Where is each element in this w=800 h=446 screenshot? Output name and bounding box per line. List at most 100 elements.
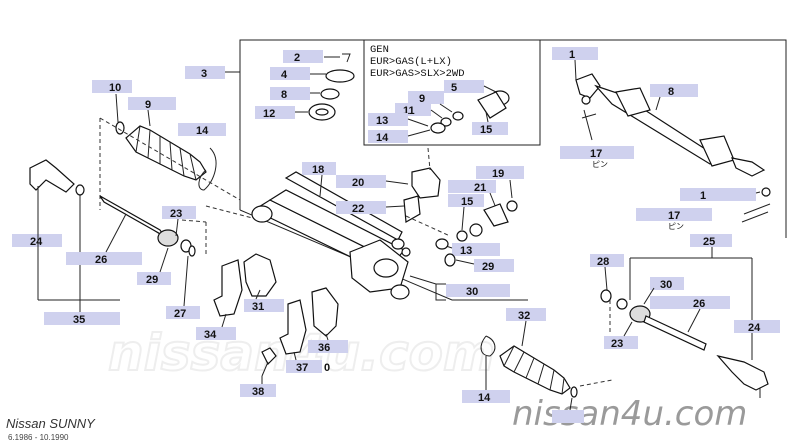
tag-2	[283, 50, 323, 63]
tag-19	[476, 166, 524, 179]
tag-17-b	[636, 208, 712, 221]
tag-23-b	[604, 336, 638, 349]
callout-34: 34	[204, 329, 217, 341]
callout-8: 8	[281, 89, 287, 101]
cotter-pin-icon	[581, 113, 597, 119]
clip-icon	[198, 147, 217, 191]
enclosure-bottom	[239, 209, 528, 301]
callout-21: 21	[474, 182, 486, 194]
callout-6: 10	[109, 82, 121, 94]
tag-9	[408, 91, 444, 104]
tag-35	[308, 340, 348, 353]
lock-nut-icon	[75, 184, 85, 196]
callout-35: 36	[318, 342, 330, 354]
tag-32	[506, 308, 546, 321]
tag-14-b	[462, 390, 510, 403]
spec-line-3: EUR>GAS>SLX>2WD	[370, 68, 465, 80]
spec-line-1: GEN	[370, 44, 389, 56]
boot-right-icon	[499, 345, 571, 395]
washer-icon	[452, 111, 464, 121]
callout-24-a: 24	[30, 236, 43, 248]
tag-25	[690, 234, 732, 247]
clip-right-icon	[480, 335, 496, 357]
washer-right-icon	[600, 289, 612, 303]
tag-30	[446, 284, 510, 297]
pin-label-a: ピン	[592, 160, 608, 169]
callout-17-a: 17	[590, 148, 602, 160]
tag-26-a	[66, 252, 142, 265]
callout-23-b: 23	[611, 338, 623, 350]
tag-13-a	[368, 113, 408, 126]
boot-icon	[125, 125, 207, 181]
tag-17-a	[560, 146, 634, 159]
tag-28	[474, 259, 514, 272]
tag-38	[552, 410, 584, 423]
clamp-bracket-right-icon	[279, 299, 307, 355]
callout-12: 12	[263, 108, 275, 120]
tag-1-b	[680, 188, 756, 201]
callout-14-a: 14	[196, 125, 209, 137]
callout-1-b: 1	[700, 190, 706, 202]
tag-34	[196, 327, 236, 340]
callout-10: 9	[145, 99, 151, 111]
callout-33: 35	[73, 314, 85, 326]
tag-29-b	[650, 277, 684, 290]
callout-27-b: 28	[597, 256, 609, 268]
tie-rod-end-right-icon	[716, 354, 769, 391]
spec-line-2: EUR>GAS(L+LX)	[370, 56, 452, 68]
callout-32: 32	[518, 310, 530, 322]
enclosure-top	[239, 39, 787, 238]
cotter-pin-right-icon	[743, 203, 771, 215]
insulator-right-icon	[311, 287, 339, 337]
tag-15-b	[448, 194, 484, 207]
callout-30: 30	[466, 286, 478, 298]
clamp-icon	[115, 121, 125, 135]
tag-36	[286, 360, 322, 373]
callout-13-b: 13	[460, 245, 472, 257]
callout-1-a: 1	[569, 49, 575, 61]
dust-cover-icon	[325, 69, 355, 83]
tie-rod-end-top-right-icon	[731, 157, 766, 177]
tag-27-a	[166, 306, 200, 319]
tag-27-b	[590, 254, 624, 267]
tag-24-a	[12, 234, 62, 247]
tag-37	[240, 384, 276, 397]
callout-7: 8	[668, 86, 674, 98]
tag-4	[270, 67, 310, 80]
tag-16	[368, 130, 408, 143]
pinion-gear-icon	[411, 167, 441, 199]
tag-18	[302, 162, 336, 175]
callout-3: 3	[201, 68, 207, 80]
callout-28: 29	[482, 261, 494, 273]
insulator-icon	[243, 253, 277, 297]
callout-26-b: 26	[693, 298, 705, 310]
callout-15-b: 15	[461, 196, 473, 208]
callout-13-a: 13	[376, 115, 388, 127]
tag-21	[448, 180, 496, 193]
tie-rod-end-top-icon	[575, 73, 601, 99]
watermark-small: nissan4u.com	[512, 394, 747, 434]
small-zero: 0	[324, 362, 330, 374]
pinion-shaft-icon	[403, 195, 421, 223]
callout-5: 5	[451, 82, 457, 94]
tag-23-a	[162, 206, 196, 219]
boot-top-left-icon	[615, 87, 651, 117]
callout-14-b: 14	[478, 392, 491, 404]
clamp-bracket-icon	[213, 259, 243, 317]
tag-33	[44, 312, 120, 325]
clamp-right-icon	[570, 386, 578, 398]
tie-rod-end-icon	[29, 159, 75, 193]
tag-14-a	[178, 123, 226, 136]
callout-30-leader	[409, 275, 446, 301]
callout-11: 11	[403, 105, 415, 117]
model-name: Nissan SUNNY	[6, 416, 96, 431]
bolt-icon	[261, 347, 277, 366]
production-dates: 6.1986 - 10.1990	[8, 433, 69, 442]
spec-box	[363, 40, 541, 146]
oil-seal-icon	[320, 88, 340, 100]
callout-16: 14	[376, 132, 389, 144]
callout-4: 4	[281, 69, 288, 81]
tag-13-b	[452, 243, 500, 256]
inner-tie-rod-right-icon	[643, 315, 707, 351]
